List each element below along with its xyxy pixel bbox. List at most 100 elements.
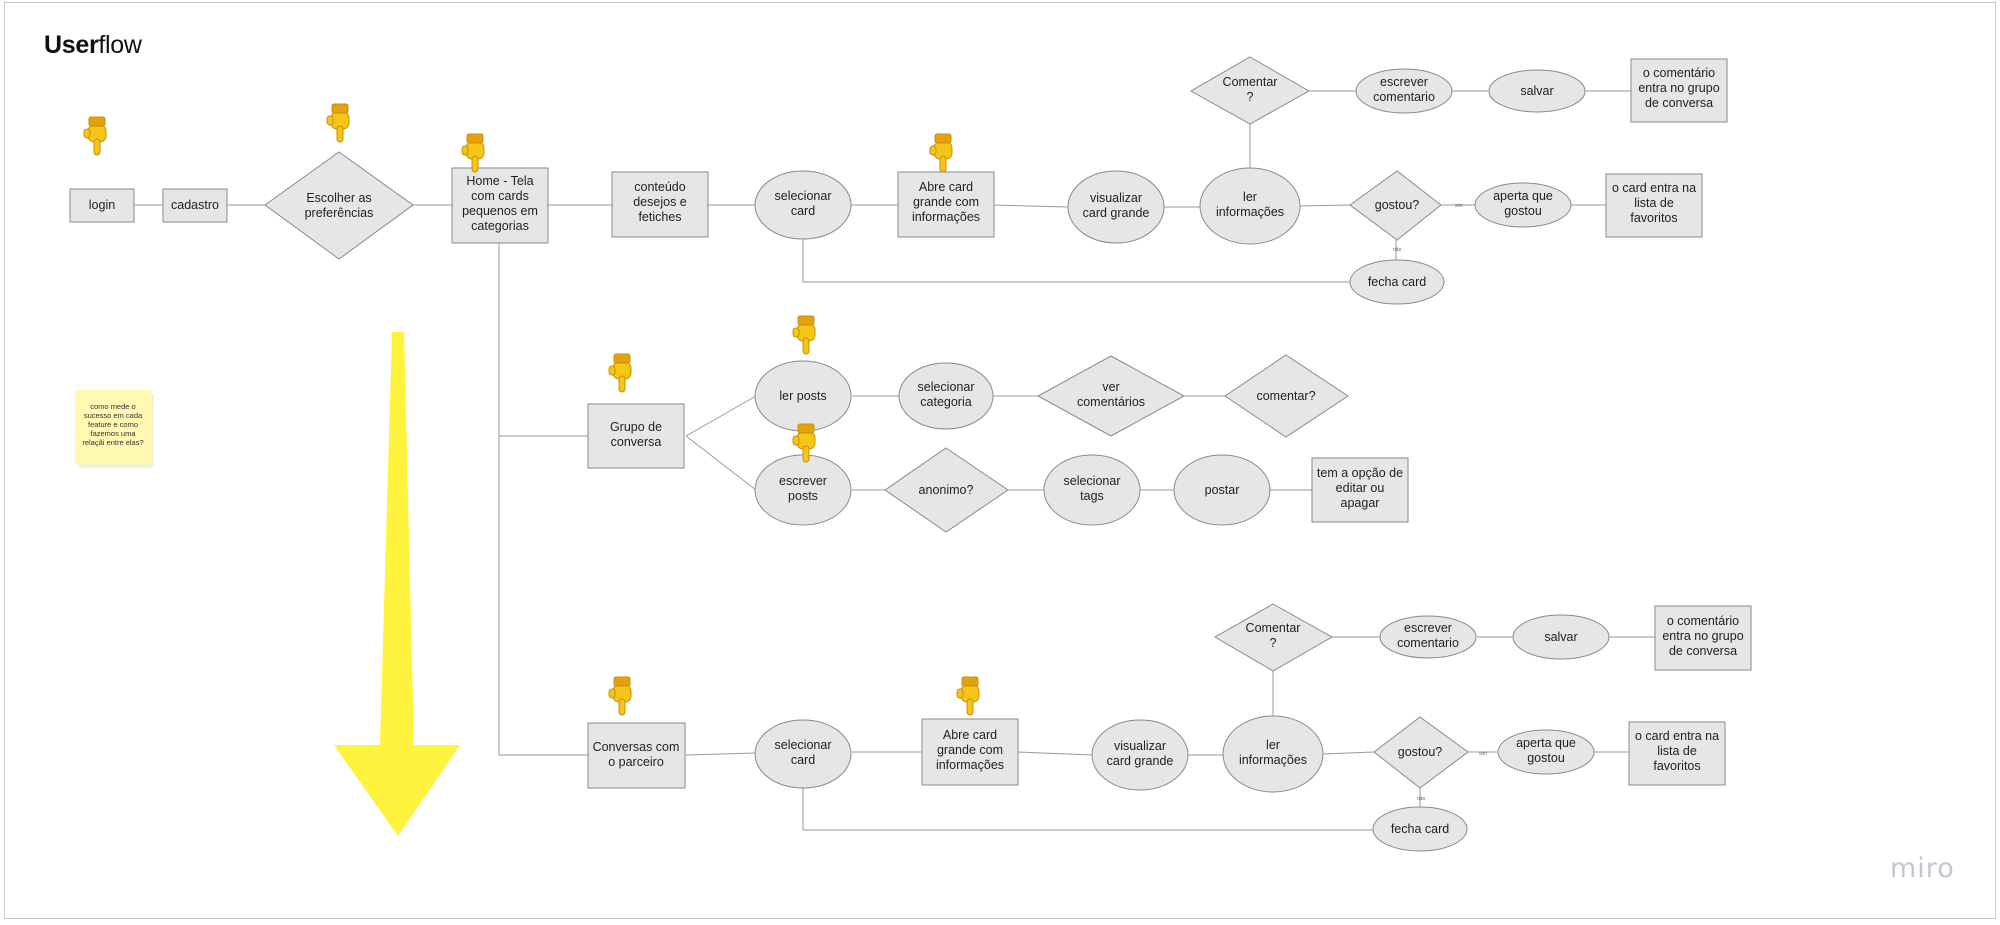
ellipse-salvar-1[interactable]: salvar (1488, 69, 1586, 113)
pointing-down-hand-icon (956, 676, 980, 716)
decision-gostou-1[interactable]: gostou? (1349, 170, 1442, 241)
title-bold: User (44, 31, 99, 59)
decision-gostou-2[interactable]: gostou? (1373, 716, 1469, 789)
ellipse-fecha-card-2[interactable]: fecha card (1372, 806, 1468, 852)
svg-text:gostou?: gostou? (1398, 745, 1443, 759)
svg-text:gostou?: gostou? (1375, 198, 1420, 212)
svg-text:ler posts: ler posts (779, 389, 826, 403)
pointing-down-hand-icon (792, 315, 816, 355)
svg-text:salvar: salvar (1520, 84, 1553, 98)
svg-text:login: login (89, 198, 115, 212)
pointing-down-hand-icon (929, 133, 953, 173)
svg-text:fecha card: fecha card (1368, 275, 1426, 289)
label-nao-1: não (1393, 247, 1402, 253)
pointing-down-hand-icon (608, 676, 632, 716)
svg-text:postar: postar (1205, 483, 1240, 497)
svg-text:comentar?: comentar? (1256, 389, 1315, 403)
decision-comentar-2-label: Comentar? (1246, 621, 1301, 650)
decision-comentar-1-label: Comentar? (1223, 75, 1278, 104)
ellipse-salvar-2[interactable]: salvar (1512, 614, 1610, 660)
decision-comentar-1[interactable]: Comentar? (1189, 56, 1311, 125)
decision-comentar-q[interactable]: comentar? (1224, 354, 1349, 438)
ellipse-postar[interactable]: postar (1173, 454, 1271, 526)
decision-anonimo[interactable]: anonimo? (884, 447, 1009, 533)
pointing-down-hand-icon (83, 116, 107, 156)
svg-text:cadastro: cadastro (171, 198, 219, 212)
title-regular: flow (98, 31, 142, 59)
miro-logo: miro (1890, 853, 1955, 884)
pointing-down-hand-icon (461, 133, 485, 173)
node-cadastro[interactable]: cadastro (162, 188, 228, 223)
label-nao-2: não (1417, 796, 1426, 802)
ellipse-fecha-card-1[interactable]: fecha card (1349, 259, 1445, 305)
svg-text:fecha card: fecha card (1391, 822, 1449, 836)
page-title: Userflow (44, 31, 142, 60)
big-down-arrow-icon[interactable] (334, 332, 460, 836)
label-sim-1: sim (1455, 203, 1463, 209)
label-sim-2: sim (1479, 751, 1487, 757)
svg-text:anonimo?: anonimo? (919, 483, 974, 497)
decision-comentar-2[interactable]: Comentar? (1214, 603, 1334, 672)
connectors (134, 90, 1655, 831)
svg-text:salvar: salvar (1544, 630, 1577, 644)
node-login[interactable]: login (69, 188, 135, 223)
pointing-down-hand-icon (326, 103, 350, 143)
pointing-down-hand-icon (608, 353, 632, 393)
ellipse-ler-posts[interactable]: ler posts (754, 360, 852, 432)
